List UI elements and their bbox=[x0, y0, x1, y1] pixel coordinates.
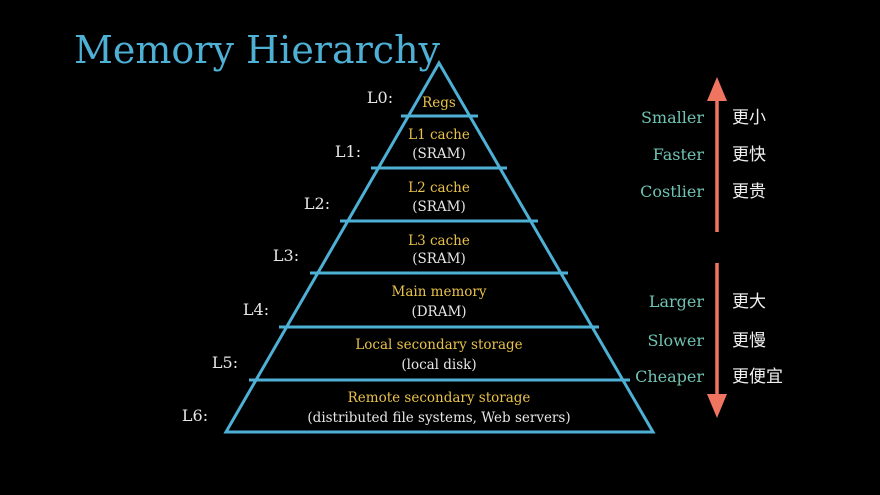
level-detail-l3: (SRAM) bbox=[412, 251, 466, 267]
side-label-cheaper: Cheaper bbox=[635, 367, 704, 386]
side-label-faster: Faster bbox=[653, 145, 705, 164]
level-label-l5: L5: bbox=[212, 353, 238, 372]
up-arrow-head bbox=[707, 77, 727, 101]
side-label-smaller: Smaller bbox=[641, 108, 704, 127]
side-label-faster-zh: 更快 bbox=[732, 145, 766, 165]
level-name-l5: Local secondary storage bbox=[355, 337, 522, 353]
side-label-cheaper-zh: 更便宜 bbox=[732, 367, 783, 387]
level-name-l4: Main memory bbox=[392, 284, 487, 300]
side-label-smaller-zh: 更小 bbox=[732, 108, 766, 128]
level-label-l3: L3: bbox=[273, 246, 299, 265]
level-detail-l2: (SRAM) bbox=[412, 199, 466, 215]
diagram-title: Memory Hierarchy bbox=[74, 28, 441, 72]
side-label-larger: Larger bbox=[649, 292, 705, 311]
level-detail-l1: (SRAM) bbox=[412, 146, 466, 162]
side-label-larger-zh: 更大 bbox=[732, 292, 766, 312]
level-name-l3: L3 cache bbox=[408, 233, 470, 249]
level-detail-l5: (local disk) bbox=[401, 357, 476, 373]
level-label-l4: L4: bbox=[243, 300, 269, 319]
down-arrow-head bbox=[707, 394, 727, 418]
level-label-l2: L2: bbox=[304, 194, 330, 213]
level-label-l1: L1: bbox=[335, 142, 361, 161]
side-label-costlier-zh: 更贵 bbox=[732, 182, 766, 202]
level-name-l6: Remote secondary storage bbox=[348, 390, 531, 406]
level-detail-l4: (DRAM) bbox=[411, 304, 466, 320]
side-label-slower-zh: 更慢 bbox=[732, 330, 766, 351]
level-detail-l6: (distributed file systems, Web servers) bbox=[307, 410, 570, 426]
level-label-l0: L0: bbox=[367, 88, 393, 107]
side-label-costlier: Costlier bbox=[640, 182, 704, 201]
side-label-slower: Slower bbox=[647, 331, 704, 350]
pyramid-outline bbox=[223, 60, 656, 434]
level-name-l1: L1 cache bbox=[408, 127, 470, 143]
level-label-l6: L6: bbox=[182, 406, 208, 425]
level-name-l2: L2 cache bbox=[408, 180, 470, 196]
level-name-l0: Regs bbox=[422, 95, 456, 111]
